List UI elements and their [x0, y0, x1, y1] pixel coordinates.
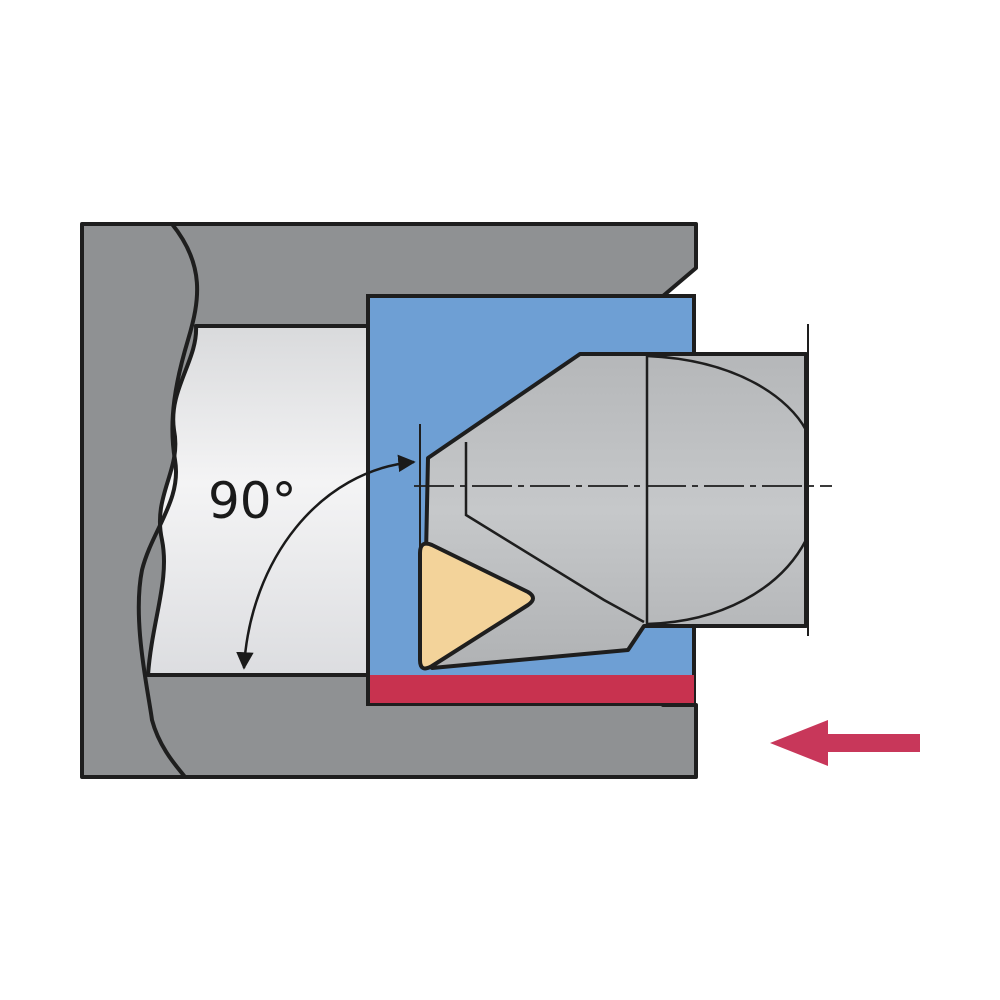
- angle-arc: [236, 454, 416, 670]
- feed-direction-arrow: [770, 720, 920, 766]
- cutting-insert: [418, 541, 535, 671]
- clamp-bar: [370, 675, 694, 703]
- angle-label: 90°: [208, 472, 297, 530]
- section-break-line: [136, 222, 200, 779]
- shank-end-profile: [646, 354, 808, 626]
- shank-facet-line: [464, 442, 645, 624]
